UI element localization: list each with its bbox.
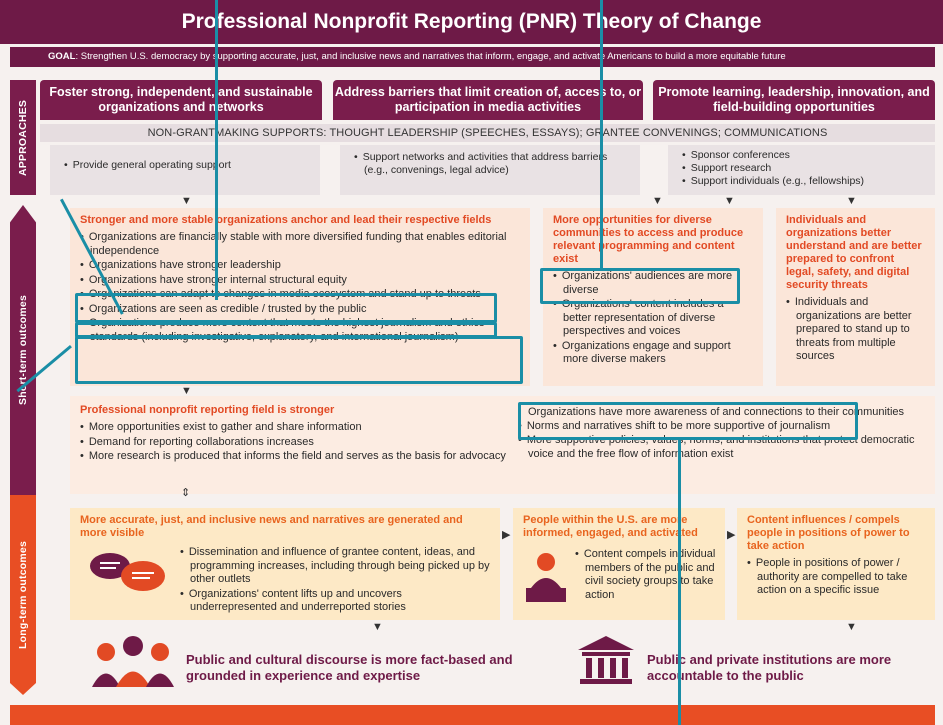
support-item: Support research — [682, 162, 921, 175]
goal-bar: GOAL: Strengthen U.S. democracy by suppo… — [10, 47, 935, 67]
outcome-item: Organizations' content includes a better… — [553, 298, 753, 339]
outcome-item: Organizations engage and support more di… — [553, 340, 753, 367]
long-term-band: Long-term outcomes — [10, 495, 36, 695]
highlight-box — [540, 268, 740, 304]
goal-text: : Strengthen U.S. democracy by supportin… — [75, 51, 786, 62]
outcome-item: Content compels individual members of th… — [575, 548, 717, 602]
support-item: Support individuals (e.g., fellowships) — [682, 175, 921, 188]
outcome-field-title: Professional nonprofit reporting field i… — [80, 404, 335, 416]
outcome-item: People in positions of power / authority… — [747, 557, 925, 598]
approach-organizations: Foster strong, independent, and sustaina… — [40, 80, 322, 120]
outcome-content-box: Content influences / compels people in p… — [737, 508, 935, 620]
approach-learning: Promote learning, leadership, innovation… — [653, 80, 935, 120]
outcome-item: Dissemination and influence of grantee c… — [180, 546, 490, 587]
support-box-1: Provide general operating support — [50, 145, 320, 195]
institutions-outcome: Public and private institutions are more… — [647, 652, 892, 683]
approaches-label: APPROACHES — [17, 99, 29, 176]
arrow-right-icon: ▶ — [727, 529, 736, 541]
outcome-item: Organizations have stronger internal str… — [80, 274, 520, 288]
highlight-connector — [678, 440, 681, 725]
highlight-connector — [600, 0, 603, 268]
approaches-band: APPROACHES — [10, 80, 36, 195]
public-discourse-outcome: Public and cultural discourse is more fa… — [186, 652, 513, 683]
support-box-3: Sponsor conferencesSupport researchSuppo… — [668, 145, 935, 195]
outcome-orgs-box: Stronger and more stable organizations a… — [70, 208, 530, 386]
non-grantmaking-bar: NON-GRANTMAKING SUPPORTS: THOUGHT LEADER… — [40, 124, 935, 142]
arrow-down-icon: ▼ — [652, 195, 663, 207]
outcome-item: Individuals and organizations are better… — [786, 296, 925, 364]
diagram-title: Professional Nonprofit Reporting (PNR) T… — [0, 0, 943, 44]
goal-label: GOAL — [48, 51, 76, 62]
short-term-band: Short-term outcomes — [10, 205, 36, 495]
outcome-diverse-title: More opportunities for diverse communiti… — [553, 214, 744, 265]
person-speaking-icon — [521, 550, 571, 605]
non-grantmaking-text: NON-GRANTMAKING SUPPORTS: THOUGHT LEADER… — [147, 127, 828, 139]
approach-barriers: Address barriers that limit creation of,… — [333, 80, 643, 120]
long-term-label: Long-term outcomes — [17, 540, 29, 650]
outcome-news-box: More accurate, just, and inclusive news … — [70, 508, 500, 620]
support-item: Provide general operating support — [64, 159, 306, 172]
arrow-down-icon: ▼ — [181, 385, 192, 397]
outcome-item: Organizations' content lifts up and unco… — [180, 588, 490, 615]
arrow-down-icon: ▼ — [846, 195, 857, 207]
outcome-item: Demand for reporting collaborations incr… — [80, 436, 510, 450]
outcome-item: More research is produced that informs t… — [80, 450, 510, 464]
outcome-item: Organizations are financially stable wit… — [80, 231, 520, 258]
outcome-orgs-title: Stronger and more stable organizations a… — [80, 214, 492, 226]
support-box-2: Support networks and activities that add… — [340, 145, 640, 195]
outcome-item: Organizations have stronger leadership — [80, 259, 520, 273]
speech-bubbles-icon — [88, 548, 168, 598]
arrow-down-icon: ▼ — [724, 195, 735, 207]
outcome-individuals-title: Individuals and organizations better und… — [786, 214, 922, 291]
outcome-field-box: Professional nonprofit reporting field i… — [70, 396, 935, 494]
crowd-icon — [88, 632, 178, 687]
arrow-down-icon: ▼ — [181, 195, 192, 207]
outcome-item: Norms and narratives shift to be more su… — [518, 420, 923, 434]
outcome-field-awareness: Organizations have more awareness of and… — [528, 406, 905, 418]
outcome-item: Organizations are seen as credible / tru… — [80, 303, 520, 317]
support-item: Support networks and activities that add… — [354, 151, 626, 177]
arrow-down-icon: ▼ — [846, 621, 857, 633]
outcome-item: Organizations' audiences are more divers… — [553, 270, 753, 297]
bottom-bar — [10, 705, 935, 725]
outcome-people-box: People within the U.S. are more informed… — [513, 508, 725, 620]
arrow-updown-icon: ⇕ — [181, 487, 191, 499]
arrow-down-icon: ▼ — [372, 621, 383, 633]
highlight-box — [75, 293, 497, 323]
support-item: Sponsor conferences — [682, 149, 921, 162]
highlight-connector — [215, 0, 218, 300]
outcome-content-title: Content influences / compels people in p… — [747, 514, 910, 552]
outcome-individuals-box: Individuals and organizations better und… — [776, 208, 935, 386]
highlight-box — [518, 402, 858, 440]
outcome-diverse-box: More opportunities for diverse communiti… — [543, 208, 763, 386]
highlight-box — [75, 336, 523, 384]
outcome-news-title: More accurate, just, and inclusive news … — [80, 514, 463, 539]
outcome-people-title: People within the U.S. are more informed… — [523, 514, 698, 539]
arrow-right-icon: ▶ — [502, 529, 511, 541]
outcome-item: More opportunities exist to gather and s… — [80, 421, 510, 435]
institution-icon — [576, 632, 636, 687]
